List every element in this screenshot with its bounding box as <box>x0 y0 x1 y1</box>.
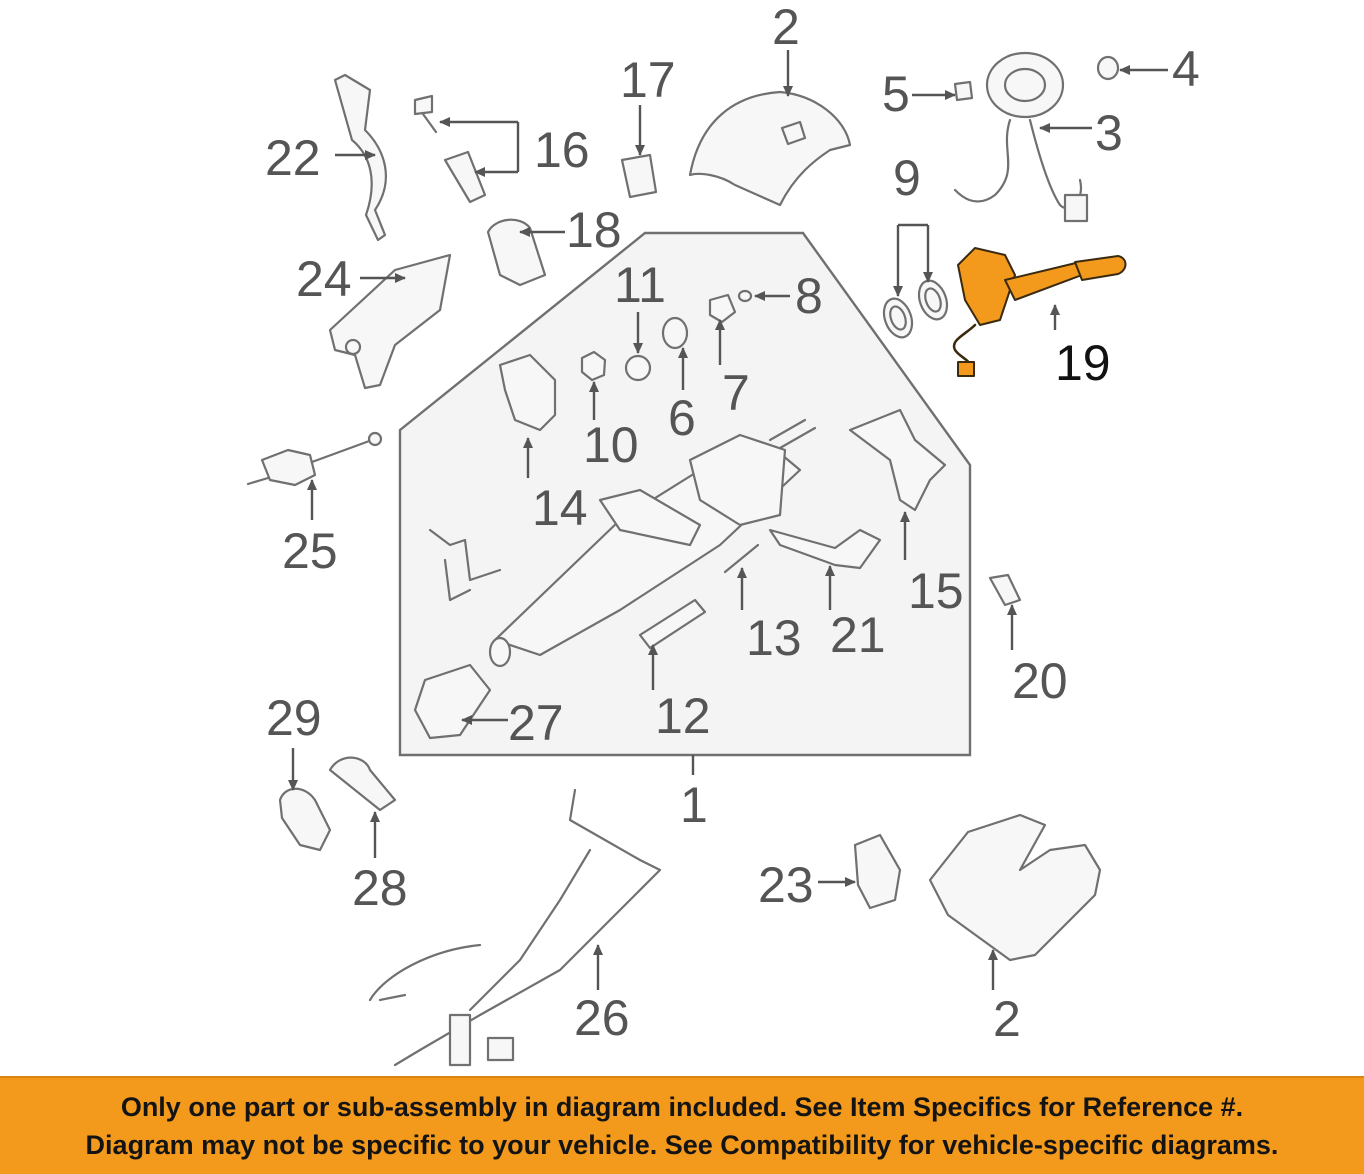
ignition-housing-part <box>413 663 492 740</box>
label-14: 14 <box>532 480 588 536</box>
part-14-lock <box>498 353 557 432</box>
wiring-harness-part <box>368 788 662 1067</box>
multifunction-switch-highlighted <box>952 247 1127 377</box>
label-19: 19 <box>1055 335 1111 391</box>
label-18: 18 <box>566 202 622 258</box>
bolts-part <box>413 94 487 204</box>
upper-column-cover-part <box>688 90 852 207</box>
part-28-bracket <box>328 756 397 812</box>
label-16: 16 <box>534 122 590 178</box>
part-8-washer <box>737 289 753 303</box>
label-17: 17 <box>620 52 676 108</box>
part-18-bracket <box>486 218 547 287</box>
pin-part <box>638 598 707 650</box>
label-4: 4 <box>1172 41 1200 97</box>
label-6: 6 <box>668 390 696 446</box>
part-17-connector <box>620 153 658 199</box>
label-26: 26 <box>574 990 630 1046</box>
tilt-bracket-part <box>328 253 452 390</box>
label-3: 3 <box>1095 105 1123 161</box>
label-24: 24 <box>296 251 352 307</box>
label-7: 7 <box>722 365 750 421</box>
label-22: 22 <box>265 130 321 186</box>
part-4-clip <box>1096 55 1120 81</box>
disclaimer-line-2: Diagram may not be specific to your vehi… <box>85 1130 1279 1160</box>
part-6-ring <box>661 316 689 350</box>
label-20: 20 <box>1012 653 1068 709</box>
clock-spring-part <box>953 51 1089 223</box>
label-10: 10 <box>583 417 639 473</box>
wiper-switch-part <box>246 431 383 487</box>
label-25: 25 <box>282 523 338 579</box>
label-11: 11 <box>614 257 666 313</box>
part-5-pad <box>953 80 974 102</box>
label-23: 23 <box>758 857 814 913</box>
part-11-sleeve <box>624 354 652 382</box>
label-2-bottom: 2 <box>993 991 1021 1047</box>
shift-lever-part <box>333 73 387 242</box>
disclaimer-line-1: Only one part or sub-assembly in diagram… <box>120 1092 1244 1122</box>
steering-column-shaft <box>488 418 817 668</box>
part-left-wire <box>428 528 502 602</box>
part-20-clip <box>988 573 1022 607</box>
label-9: 9 <box>893 150 921 206</box>
label-5: 5 <box>882 66 910 122</box>
label-2-top: 2 <box>772 0 800 55</box>
label-29: 29 <box>266 690 322 746</box>
parts-diagram: 1 2 2 3 4 5 6 7 8 9 10 11 12 13 14 15 16… <box>246 0 1200 1067</box>
label-15: 15 <box>908 563 964 619</box>
label-13: 13 <box>746 610 802 666</box>
part-15-bracket <box>848 408 947 512</box>
part-7-clip <box>708 293 737 324</box>
label-1: 1 <box>680 777 708 833</box>
part-21-bracket <box>768 528 882 570</box>
bearing-rings-part <box>882 279 949 339</box>
label-27: 27 <box>508 695 564 751</box>
label-28: 28 <box>352 860 408 916</box>
part-29-bracket <box>278 787 332 852</box>
label-21: 21 <box>830 607 886 663</box>
disclaimer-banner: Only one part or sub-assembly in diagram… <box>0 1076 1364 1174</box>
part-10-nut <box>580 350 607 382</box>
part-23-bracket <box>853 833 902 910</box>
bolt-13-part <box>723 543 760 574</box>
lower-column-cover-part <box>928 813 1102 962</box>
label-12: 12 <box>655 688 711 744</box>
label-8: 8 <box>795 268 823 324</box>
